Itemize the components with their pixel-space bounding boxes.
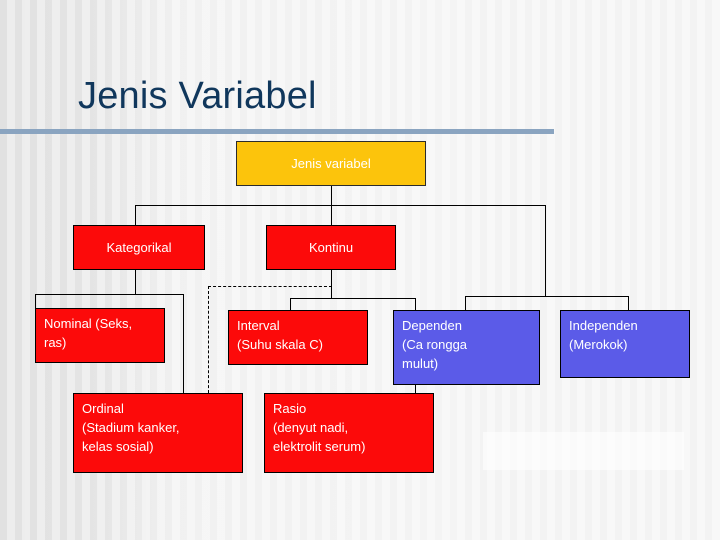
node-rasio[interactable]: Rasio (denyut nadi, elektrolit serum) [264,393,434,473]
node-kontinu[interactable]: Kontinu [266,225,396,270]
connector-dashed-horizontal [208,286,332,287]
empty-content-placeholder [483,432,684,470]
node-ordinal[interactable]: Ordinal (Stadium kanker, kelas sosial) [73,393,243,473]
connector-drop-dependen [465,296,466,311]
connector-drop-kategorikal [135,205,136,226]
connector-drop-ordinal [183,294,184,393]
connector-drop-kontinu [331,205,332,226]
connector-drop-independen [628,296,629,311]
connector-root-stem [331,186,332,206]
connector-kontinu-bus [290,298,415,299]
node-nominal[interactable]: Nominal (Seks, ras) [35,308,165,363]
node-kategorikal[interactable]: Kategorikal [73,225,205,270]
connector-drop-nominal [35,294,36,308]
connector-dashed-vertical [208,286,209,398]
connector-kontinu-stem [331,270,332,298]
node-dependen[interactable]: Dependen (Ca rongga mulut) [393,310,540,385]
connector-drop-interval [290,298,291,311]
title-underline-rule [0,129,554,134]
connector-root-bus [135,205,546,206]
connector-kategorikal-stem [135,270,136,294]
node-jenis-variabel[interactable]: Jenis variabel [236,141,426,186]
node-independen[interactable]: Independen (Merokok) [560,310,690,378]
node-interval[interactable]: Interval (Suhu skala C) [228,310,368,365]
connector-drop-relational [545,205,546,297]
connector-kategorikal-bus [35,294,184,295]
connector-relational-bus [465,296,629,297]
page-title: Jenis Variabel [78,75,317,117]
